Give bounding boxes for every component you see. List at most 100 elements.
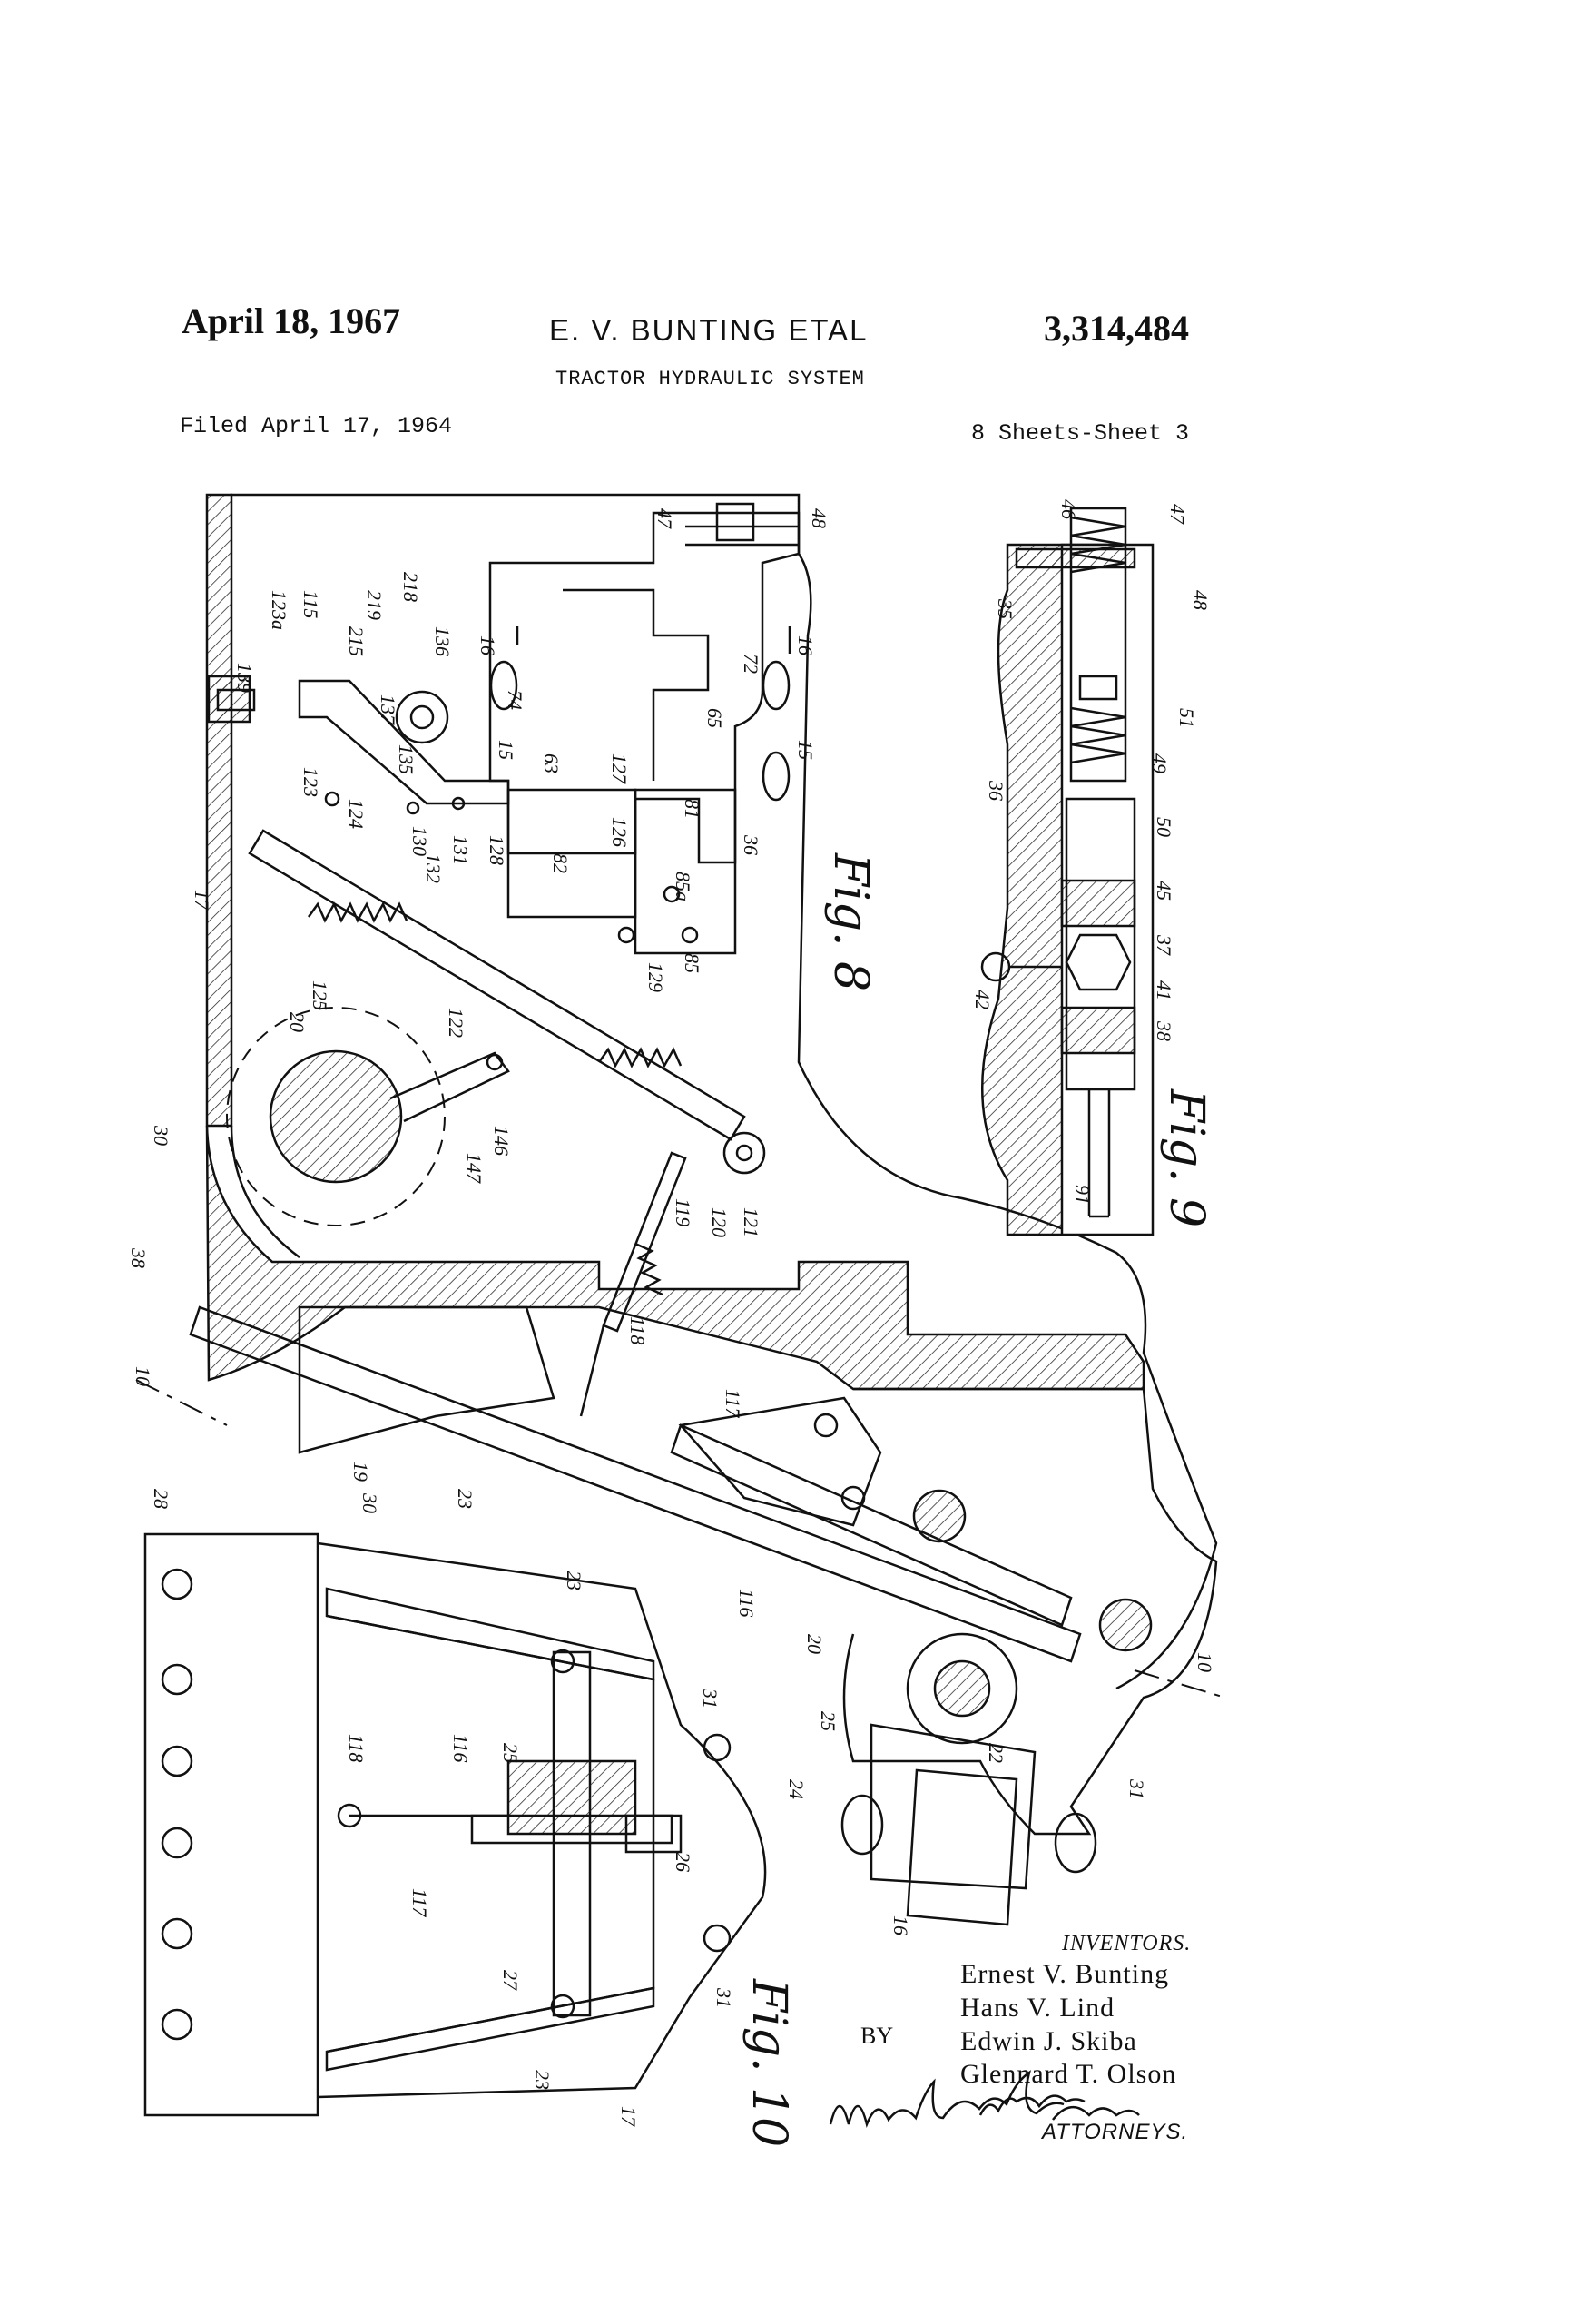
ref-numeral: 116 <box>735 1589 758 1617</box>
lift-arm-23 <box>189 1305 1082 1663</box>
fig10-arm <box>552 1650 592 2017</box>
ref-numeral: 117 <box>408 1888 431 1917</box>
ref-numeral: 27 <box>499 1970 522 1991</box>
ref-numeral: 51 <box>1175 708 1198 728</box>
ref-numeral: 25 <box>499 1743 522 1763</box>
ref-numeral: 17 <box>191 890 213 911</box>
ref-numeral: 123a <box>268 590 290 630</box>
housing-left-wall <box>205 493 233 1128</box>
inventor-name: Edwin J. Skiba <box>960 2026 1137 2056</box>
ref-numeral: 126 <box>608 817 631 847</box>
ref-numeral: 17 <box>617 2106 640 2127</box>
ref-numeral: 118 <box>345 1734 368 1762</box>
ref-numeral: 137 <box>377 694 399 725</box>
ref-numeral: 91 <box>1071 1185 1094 1205</box>
fig9-cap <box>1015 547 1136 569</box>
ref-numeral: 35 <box>994 598 1017 619</box>
ref-numeral: 23 <box>531 2070 554 2090</box>
fig10-reference-numerals: 28 30 23 118 116 25 31 117 26 27 23 17 3… <box>150 1489 735 2127</box>
ref-numeral: 122 <box>445 1008 467 1038</box>
ref-numeral: 38 <box>1153 1020 1175 1041</box>
ref-numeral: 147 <box>463 1153 486 1184</box>
ref-numeral: 125 <box>309 980 331 1010</box>
ref-numeral: 30 <box>359 1492 381 1513</box>
by-label: BY <box>860 2023 894 2049</box>
ref-numeral: 135 <box>395 744 418 774</box>
fig9-reference-numerals: 46 47 48 35 51 49 36 50 45 37 41 42 38 9… <box>971 499 1212 1205</box>
ref-numeral: 42 <box>971 990 994 1009</box>
ref-numeral: 30 <box>150 1125 172 1146</box>
ref-numeral: 124 <box>345 799 368 829</box>
inventors-heading: INVENTORS. <box>1062 1932 1192 1955</box>
sheet-count: 8 Sheets-Sheet 3 <box>971 420 1190 447</box>
ref-numeral: 23 <box>563 1571 585 1590</box>
ref-numeral: 19 <box>349 1462 372 1482</box>
ref-numeral: 119 <box>672 1198 694 1226</box>
ref-numeral: 139 <box>233 663 256 693</box>
inventor-short: E. V. BUNTING ETAL <box>549 313 869 347</box>
bracket-117 <box>678 1396 882 1527</box>
section-16-bottom: 16 <box>794 635 817 655</box>
ref-numeral: 128 <box>486 835 508 865</box>
attorneys-label: ATTORNEYS. <box>1042 2120 1189 2144</box>
section-10-left: 10 <box>132 1366 154 1386</box>
ref-numeral: 72 <box>740 654 762 674</box>
inventor-name: Hans V. Lind <box>960 1993 1115 2023</box>
ref-numeral: 46 <box>1057 499 1080 519</box>
ref-numeral: 123 <box>300 767 322 797</box>
ref-numeral: 23 <box>454 1489 477 1509</box>
section-16-top: 16 <box>477 635 499 655</box>
ref-numeral: 50 <box>1153 817 1175 837</box>
ref-numeral: 118 <box>626 1316 649 1344</box>
shaft-20 <box>269 1049 403 1184</box>
housing-lower-wall <box>205 1125 1145 1391</box>
ref-numeral: 81 <box>681 799 703 819</box>
ref-numeral: 215 <box>345 626 368 656</box>
ref-numeral: 47 <box>1166 504 1189 525</box>
patent-title: TRACTOR HYDRAULIC SYSTEM <box>555 368 865 390</box>
section-10-right: 10 <box>1194 1652 1216 1672</box>
ref-numeral: 146 <box>490 1126 513 1156</box>
ref-numeral: 74 <box>504 690 526 710</box>
ref-numeral: 38 <box>127 1247 150 1268</box>
figure-8-drawing <box>135 493 1226 1926</box>
valve-housing <box>488 511 801 864</box>
ref-numeral: 117 <box>722 1389 744 1418</box>
ref-numeral: 24 <box>785 1779 808 1799</box>
section-15-top: 15 <box>495 740 517 760</box>
ref-numeral: 218 <box>399 572 422 602</box>
ref-numeral: 37 <box>1153 934 1175 956</box>
figure-10-label: Fig. 10 <box>742 1978 796 2147</box>
ref-numeral: 115 <box>300 590 322 618</box>
figure-10-drawing <box>143 1532 767 2117</box>
ref-numeral: 31 <box>712 1987 735 2008</box>
ref-numeral: 22 <box>985 1743 1007 1763</box>
fig8-reference-numerals: 47 48 139 123a 115 219 218 215 136 137 1… <box>127 508 1148 1935</box>
patent-number: 3,314,484 <box>1044 308 1189 349</box>
inventor-name: Ernest V. Bunting <box>960 1959 1170 1989</box>
ref-numeral: 36 <box>985 780 1007 801</box>
ref-numeral: 20 <box>286 1012 309 1032</box>
ref-numeral: 25 <box>817 1711 840 1731</box>
spring-129 <box>597 1047 683 1068</box>
rod-119 <box>602 1151 687 1333</box>
ref-numeral: 36 <box>740 834 762 855</box>
fig10-flange <box>143 1532 319 2117</box>
filed-date: Filed April 17, 1964 <box>180 413 453 439</box>
inventor-name: Glennard T. Olson <box>960 2059 1177 2089</box>
ref-numeral: 219 <box>363 590 386 620</box>
figure-9-label: Fig. 9 <box>1159 1088 1214 1227</box>
ref-numeral: 48 <box>1189 590 1212 610</box>
ref-numeral: 121 <box>740 1207 762 1237</box>
ref-numeral: 47 <box>653 508 676 529</box>
ref-numeral: 127 <box>608 753 631 784</box>
housing-outline <box>231 493 1218 1690</box>
ref-numeral: 85a <box>672 872 694 901</box>
ref-numeral: 31 <box>1125 1778 1148 1799</box>
ref-numeral: 48 <box>808 508 830 528</box>
ref-numeral: 45 <box>1153 881 1175 901</box>
ref-numeral: 131 <box>449 835 472 865</box>
figure-8-label: Fig. 8 <box>823 852 878 991</box>
spring-125 <box>307 901 408 923</box>
